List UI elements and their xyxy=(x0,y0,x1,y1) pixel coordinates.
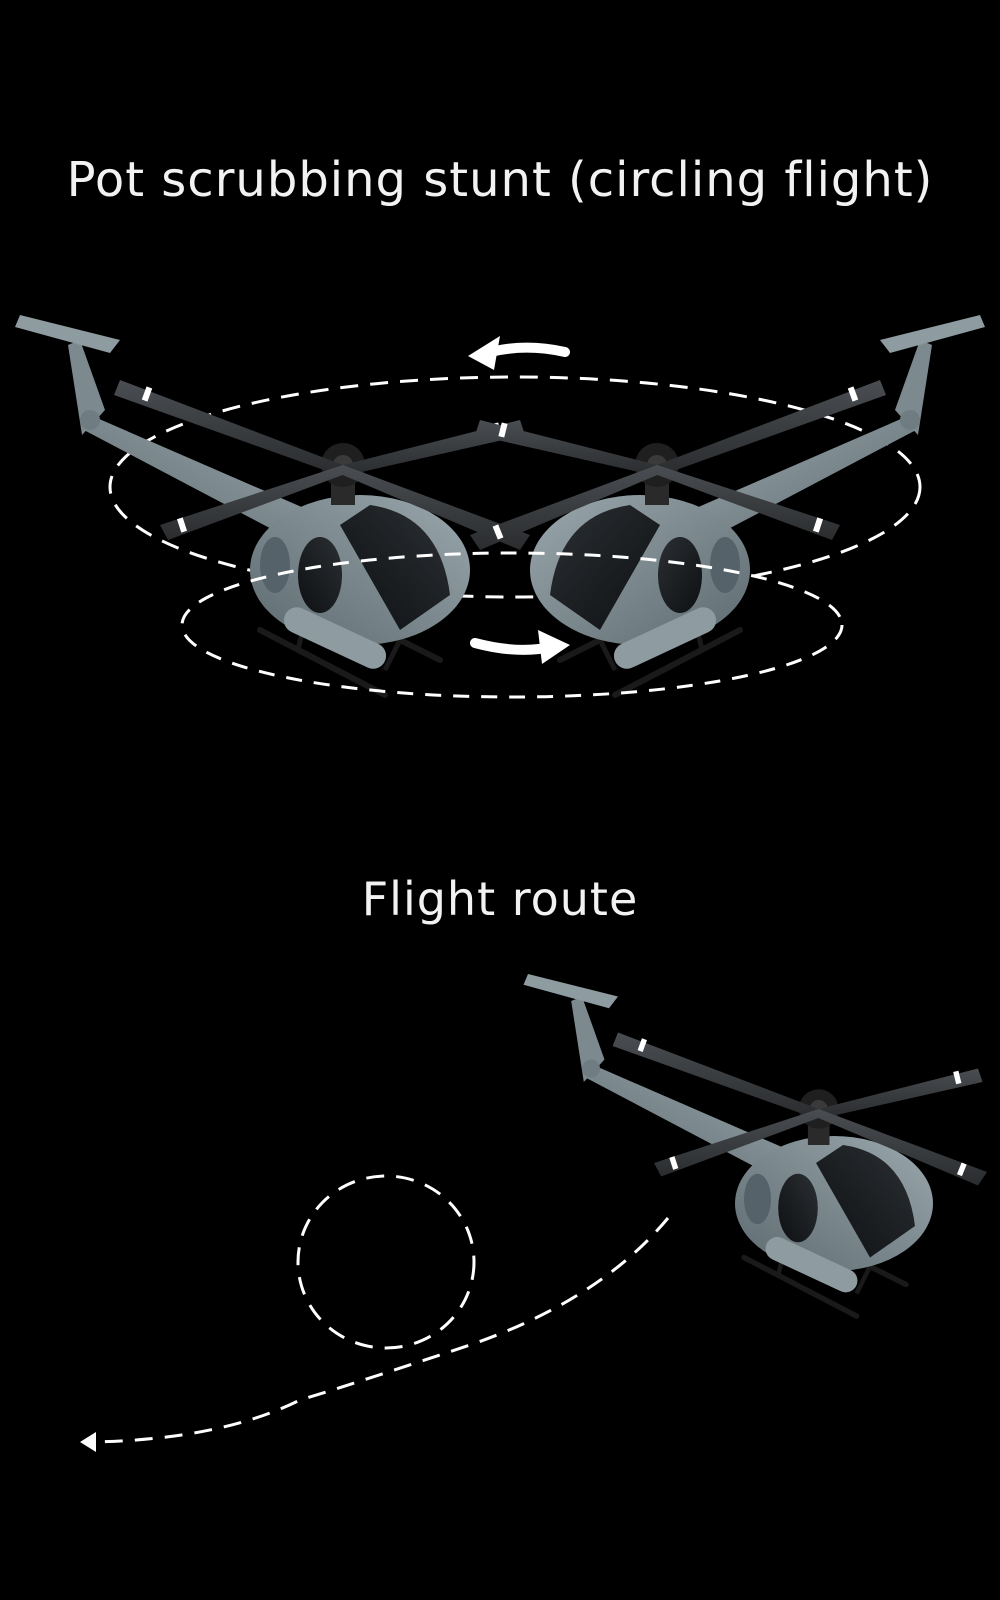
stunt-illustration xyxy=(15,315,985,699)
flight-route-path xyxy=(89,1217,670,1444)
loop-path xyxy=(296,1174,476,1350)
route-arrowhead-icon xyxy=(80,1432,96,1452)
stunt-section-title: Pot scrubbing stunt (circling flight) xyxy=(66,152,934,208)
route-section-title: Flight route xyxy=(361,872,639,926)
arrow-left-icon xyxy=(468,336,570,370)
helicopter-left xyxy=(15,315,530,695)
arrow-right-icon xyxy=(470,630,570,664)
helicopter-route xyxy=(524,974,988,1316)
lower-orbit-path xyxy=(180,551,844,699)
upper-orbit-path xyxy=(108,375,922,599)
route-illustration xyxy=(80,974,987,1452)
